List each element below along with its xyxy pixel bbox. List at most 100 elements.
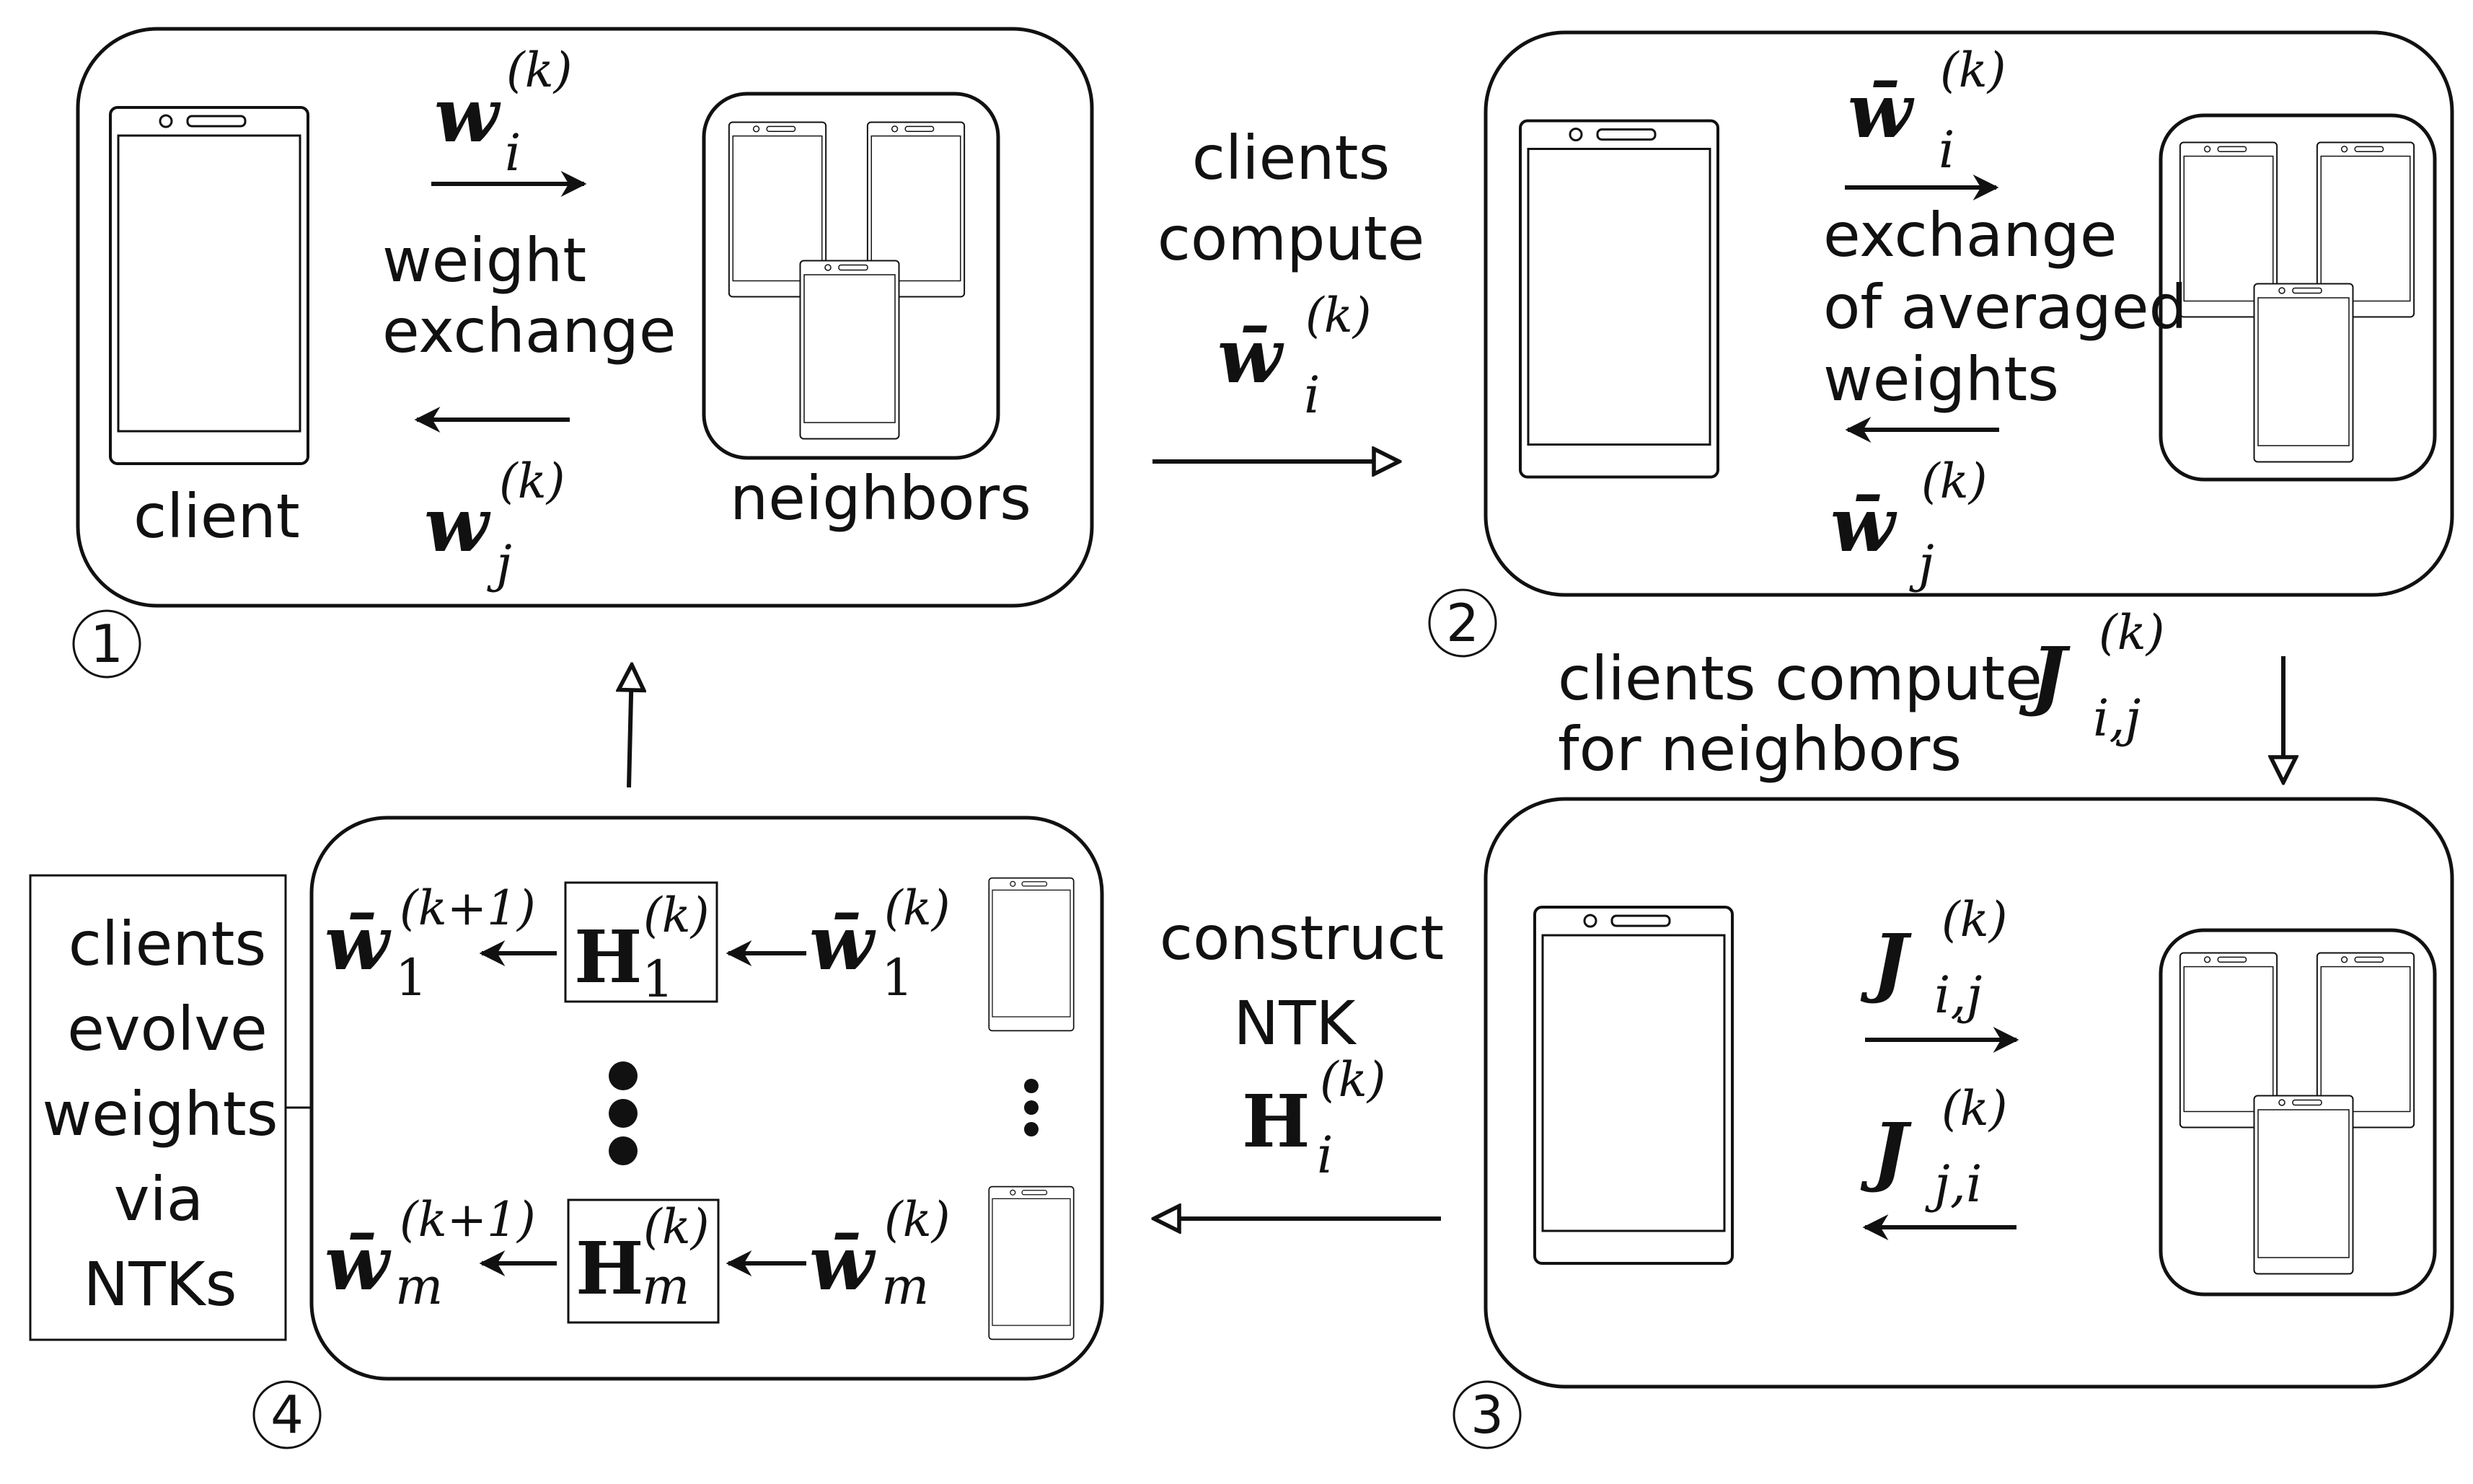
w-i-superscript: (k) bbox=[506, 43, 573, 98]
transition-3-4-line2: NTK bbox=[1233, 988, 1357, 1059]
j-ji-symbol: J bbox=[1860, 1106, 1912, 1195]
step-1-badge bbox=[72, 609, 141, 679]
h-m-superscript: (k) bbox=[643, 1199, 710, 1255]
w-j-symbol: w bbox=[424, 480, 491, 569]
transition-2-3-line2: for neighbors bbox=[1558, 714, 1962, 785]
w-bar-i-symbol: w̄ bbox=[1848, 66, 1915, 155]
h-1-symbol: H bbox=[574, 914, 642, 999]
transition-2-3: clients compute for neighbors J i,j (k) bbox=[1558, 605, 2283, 785]
j-ji-superscript: (k) bbox=[1941, 1081, 2008, 1136]
h-m-box bbox=[567, 1198, 720, 1324]
w-bar-i-symbol: w̄ bbox=[1217, 312, 1284, 400]
ellipsis-dot bbox=[609, 1061, 638, 1090]
j-ij-superscript: (k) bbox=[1941, 892, 2008, 948]
panel-2-label-line1: exchange bbox=[1823, 200, 2117, 270]
transition-1-2-line1: clients bbox=[1192, 123, 1390, 193]
neighbor-phone-icon bbox=[2253, 283, 2354, 463]
w-bar-1-next-symbol: w̄ bbox=[325, 898, 392, 987]
evolve-row-1: w̄ 1 (k+1) H 1 (k) w̄ 1 (k) bbox=[325, 880, 951, 1009]
panel-2-label-line3: weights bbox=[1823, 344, 2059, 415]
w-bar-m-next-superscript: (k+1) bbox=[400, 1192, 536, 1247]
w-bar-m-superscript: (k) bbox=[884, 1192, 951, 1247]
client-phone-icon bbox=[988, 1185, 1075, 1341]
panel-2-frame bbox=[1484, 30, 2454, 597]
side-note-line5: NTKs bbox=[84, 1249, 237, 1320]
h-m-subscript: m bbox=[642, 1257, 689, 1316]
panel-1-frame bbox=[76, 27, 1094, 608]
j-ij-superscript: (k) bbox=[2099, 605, 2165, 661]
arrow-to-panel-1 bbox=[629, 665, 632, 788]
step-4-badge bbox=[252, 1380, 322, 1449]
j-ij-subscript: i,j bbox=[1934, 966, 1982, 1025]
panel-4: w̄ 1 (k+1) H 1 (k) w̄ 1 (k) w̄ m (k+1) bbox=[252, 816, 1104, 1449]
w-i-subscript: i bbox=[505, 123, 521, 182]
step-3-badge bbox=[1452, 1380, 1522, 1449]
ellipsis-dot bbox=[609, 1136, 638, 1165]
j-ij-subscript: i,j bbox=[2093, 689, 2141, 748]
step-3-number: 3 bbox=[1471, 1384, 1504, 1445]
w-bar-m-next-symbol: w̄ bbox=[325, 1219, 392, 1307]
h-i-symbol: H bbox=[1242, 1079, 1310, 1164]
side-note-line1: clients bbox=[69, 909, 266, 979]
neighbors-group-frame bbox=[2159, 928, 2437, 1297]
side-note-line4: via bbox=[114, 1164, 204, 1235]
side-note-line3: weights bbox=[43, 1079, 278, 1149]
weight-exchange-label-line1: weight bbox=[382, 225, 586, 296]
ellipsis-dot bbox=[1024, 1100, 1039, 1115]
transition-3-4: construct NTK H i (k) bbox=[1154, 903, 1444, 1219]
panel-3-frame bbox=[1484, 797, 2454, 1389]
ellipsis-dot bbox=[1024, 1122, 1039, 1136]
client-phone-icon bbox=[1535, 907, 1732, 1263]
side-note-line2: evolve bbox=[67, 994, 268, 1064]
client-phone-icon bbox=[1520, 121, 1718, 477]
panel-3: J i,j (k) J j,i (k) 3 bbox=[1452, 797, 2454, 1449]
w-bar-1-next-superscript: (k+1) bbox=[400, 880, 536, 936]
neighbor-phone-icon bbox=[799, 260, 900, 440]
w-bar-m-subscript: m bbox=[881, 1257, 929, 1316]
w-bar-i-subscript: i bbox=[1304, 366, 1320, 425]
w-i-symbol: w bbox=[434, 71, 501, 159]
j-ji-subscript: j,i bbox=[1925, 1154, 1982, 1214]
side-note: clients evolve weights via NTKs bbox=[29, 874, 312, 1341]
w-bar-1-subscript: 1 bbox=[881, 948, 914, 1007]
w-bar-m-symbol: w̄ bbox=[809, 1219, 876, 1307]
transition-2-3-line1: clients compute bbox=[1558, 643, 2042, 714]
neighbor-phone-icon bbox=[2253, 1095, 2354, 1275]
h-1-subscript: 1 bbox=[642, 950, 674, 1009]
neighbors-label: neighbors bbox=[730, 463, 1031, 534]
h-1-superscript: (k) bbox=[643, 888, 710, 943]
step-2-number: 2 bbox=[1446, 593, 1479, 653]
neighbors-group-frame bbox=[702, 92, 1000, 460]
panel-2: w̄ i (k) exchange of averaged weights w̄… bbox=[1428, 30, 2454, 658]
w-bar-j-subscript: j bbox=[1909, 534, 1934, 593]
client-phone-icon bbox=[988, 877, 1075, 1032]
w-bar-1-symbol: w̄ bbox=[809, 898, 876, 987]
w-bar-1-superscript: (k) bbox=[884, 880, 951, 936]
w-bar-1-next-subscript: 1 bbox=[395, 948, 428, 1007]
ellipsis-dot bbox=[609, 1099, 638, 1128]
step-4-number: 4 bbox=[270, 1384, 304, 1445]
w-bar-j-superscript: (k) bbox=[1921, 454, 1988, 509]
transition-1-2-line2: compute bbox=[1158, 203, 1425, 274]
step-1-number: 1 bbox=[90, 614, 123, 674]
client-label: client bbox=[133, 481, 300, 552]
w-bar-i-subscript: i bbox=[1939, 120, 1954, 180]
transition-1-2: clients compute w̄ i (k) bbox=[1152, 123, 1424, 461]
w-bar-i-superscript: (k) bbox=[1305, 288, 1372, 343]
neighbors-group-frame bbox=[2159, 113, 2437, 482]
w-j-subscript: j bbox=[487, 534, 512, 593]
panel-4-frame bbox=[309, 816, 1104, 1381]
transition-3-4-line1: construct bbox=[1160, 903, 1444, 973]
weight-exchange-label-line2: exchange bbox=[382, 296, 676, 366]
ellipsis-dot bbox=[1024, 1079, 1039, 1093]
w-bar-i-superscript: (k) bbox=[1940, 43, 2006, 98]
w-bar-j-symbol: w̄ bbox=[1830, 480, 1897, 569]
w-bar-m-next-subscript: m bbox=[395, 1257, 443, 1316]
h-i-superscript: (k) bbox=[1320, 1052, 1386, 1108]
panel-1: client neighbors w i (k) weight exchange… bbox=[72, 27, 1094, 679]
h-i-subscript: i bbox=[1317, 1126, 1333, 1185]
w-j-superscript: (k) bbox=[499, 454, 565, 509]
evolve-row-m: w̄ m (k+1) H m (k) w̄ m (k) bbox=[325, 1192, 951, 1324]
